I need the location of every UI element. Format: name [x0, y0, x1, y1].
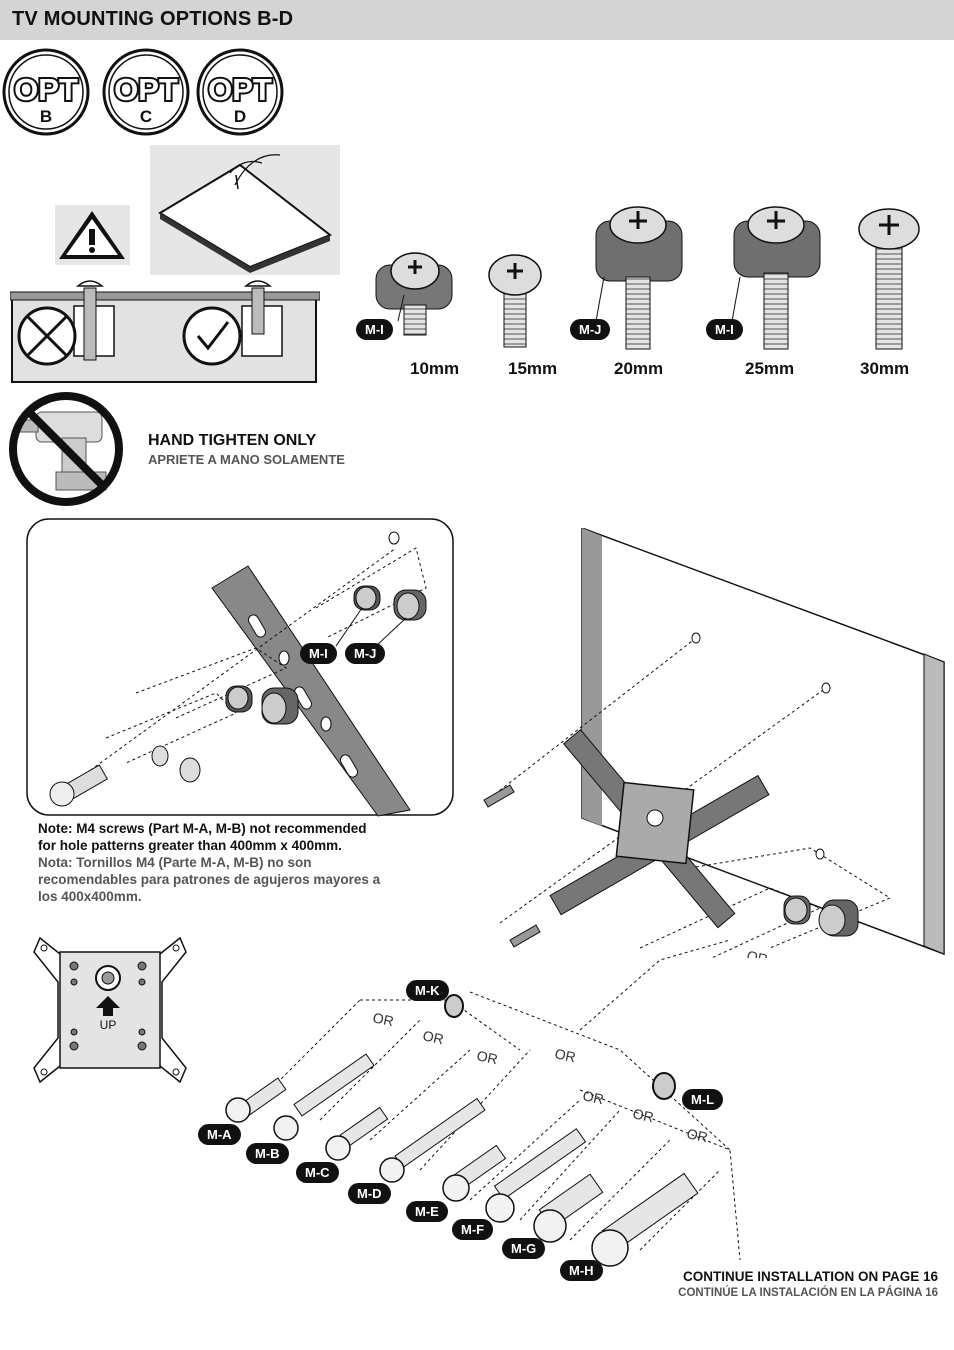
- svg-text:C: C: [140, 107, 152, 126]
- or-label-wall: OR: [745, 947, 769, 958]
- no-power-drill-icon: [9, 392, 123, 506]
- bolt-label-mf: M-F: [452, 1219, 494, 1240]
- svg-text:OPT: OPT: [208, 72, 272, 107]
- size-label-15mm: 15mm: [508, 359, 558, 378]
- page-header: TV MOUNTING OPTIONS B-D: [0, 0, 954, 40]
- svg-text:B: B: [40, 107, 52, 126]
- screw-15mm: [488, 254, 542, 348]
- note-es-line1: Nota: Tornillos M4 (Parte M-A, M-B) no s…: [38, 855, 312, 870]
- bolt-label-md: M-D: [348, 1183, 391, 1204]
- screw-25mm: [733, 206, 821, 350]
- correct-icon: [182, 306, 242, 366]
- bolt-label-me: M-E: [406, 1201, 448, 1222]
- bolt-label-mh: M-H: [560, 1260, 603, 1281]
- warning-icon: [55, 205, 130, 265]
- svg-text:OPT: OPT: [14, 72, 78, 107]
- hand-tighten-es: APRIETE A MANO SOLAMENTE: [148, 452, 345, 467]
- or-label-1: OR: [371, 1009, 395, 1029]
- hand-tighten-en: HAND TIGHTEN ONLY: [148, 432, 317, 449]
- continue-en: CONTINUE INSTALLATION ON PAGE 16: [682, 1269, 938, 1284]
- screw-depth-diagram: [10, 280, 320, 383]
- svg-text:OPT: OPT: [114, 72, 178, 107]
- detail-label-mj: M-J: [345, 643, 386, 664]
- size-label-30mm: 30mm: [860, 359, 910, 378]
- size-label-10mm: 10mm: [410, 359, 460, 378]
- tv-back-illustration: [150, 145, 340, 275]
- part-label-mk: M-K: [406, 980, 449, 1001]
- wall-mount-exploded-view: OR: [483, 528, 945, 958]
- mount-plate-orientation: UP: [33, 936, 187, 1084]
- option-b-badge: OPT OPT B: [2, 48, 90, 136]
- note-es-line3: los 400x400mm.: [38, 889, 142, 904]
- plate-up-label: UP: [100, 1018, 117, 1032]
- bolt-label-mb: M-B: [246, 1143, 289, 1164]
- svg-text:D: D: [234, 107, 246, 126]
- screw-lengths-row: [375, 206, 920, 350]
- screw-10mm: [375, 252, 453, 336]
- bolt-label-mg: M-G: [502, 1238, 546, 1259]
- bolt-options-exploded: OR OR OR OR OR OR OR: [225, 940, 741, 1267]
- page-title: TV MOUNTING OPTIONS B-D: [12, 8, 294, 30]
- note-en-line1: Note: M4 screws (Part M-A, M-B) not reco…: [38, 821, 367, 836]
- spacer-label-mi-2: M-I: [706, 319, 743, 340]
- bolt-label-mc: M-C: [296, 1162, 339, 1183]
- svg-text:OPT: OPT: [14, 72, 78, 107]
- or-label-4: OR: [553, 1045, 577, 1065]
- detail-label-mi: M-I: [300, 643, 337, 664]
- note-es-line2: recomendables para patrones de agujeros …: [38, 872, 381, 887]
- option-d-badge: OPT OPT D: [196, 48, 284, 136]
- size-label-20mm: 20mm: [614, 359, 664, 378]
- or-label-2: OR: [421, 1027, 445, 1047]
- bolt-label-ma: M-A: [198, 1124, 241, 1145]
- note-en-line2: for hole patterns greater than 400mm x 4…: [38, 838, 342, 853]
- option-c-badge: OPT OPT C: [102, 48, 190, 136]
- svg-text:OPT: OPT: [208, 72, 272, 107]
- or-label-3: OR: [475, 1047, 499, 1067]
- screw-30mm: [858, 208, 920, 350]
- spacer-label-mj: M-J: [570, 319, 611, 340]
- or-label-5: OR: [581, 1087, 605, 1107]
- or-label-6: OR: [631, 1105, 655, 1125]
- or-label-7: OR: [685, 1125, 709, 1145]
- spacer-detail-box: [26, 518, 454, 817]
- m4-screw-note: Note: M4 screws (Part M-A, M-B) not reco…: [38, 820, 418, 905]
- screw-20mm: [595, 206, 683, 350]
- part-label-ml: M-L: [682, 1089, 724, 1110]
- continue-es: CONTINÚE LA INSTALACIÓN EN LA PÁGINA 16: [678, 1287, 938, 1299]
- spacer-label-mi-1: M-I: [356, 319, 393, 340]
- size-label-25mm: 25mm: [745, 359, 795, 378]
- svg-text:OPT: OPT: [114, 72, 178, 107]
